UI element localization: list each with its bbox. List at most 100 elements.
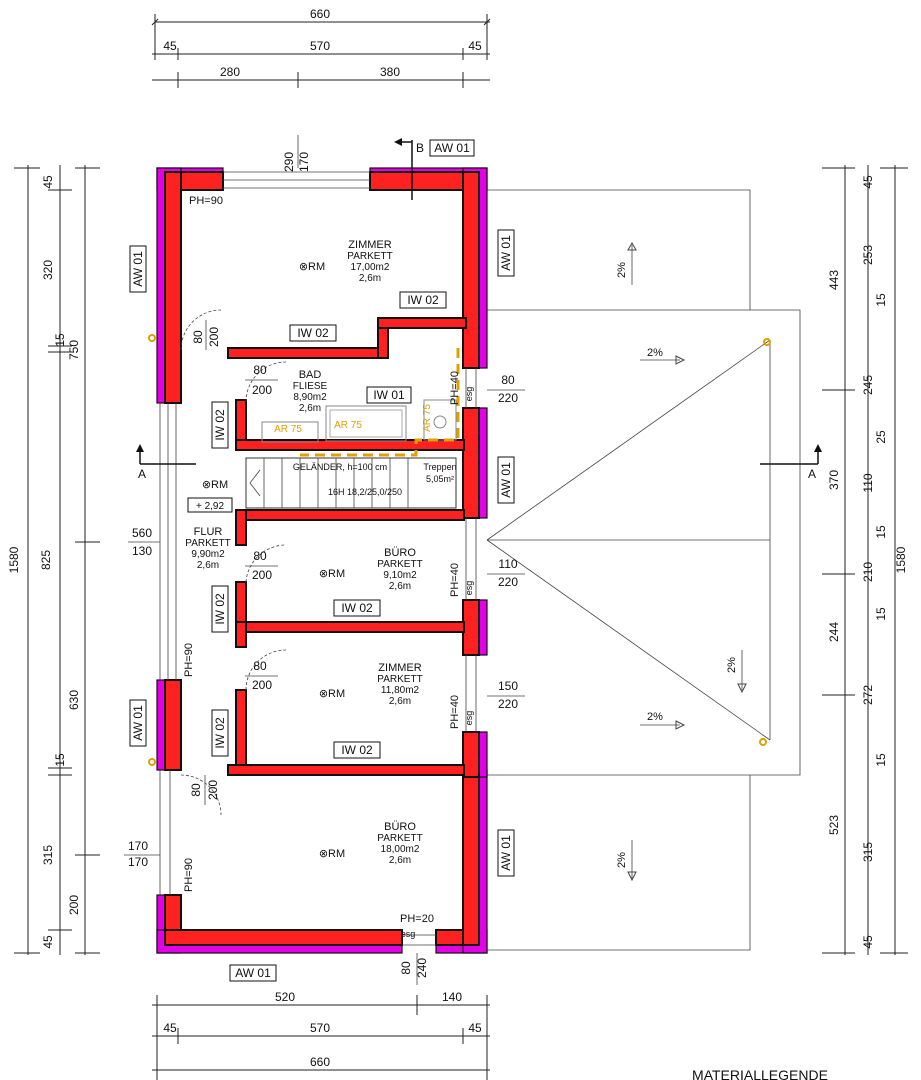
dim-bottom-seg-2: 570: [310, 1021, 330, 1035]
tag-iw02-3: IW 02: [213, 409, 227, 441]
zimmer-window-w: 150: [498, 679, 518, 693]
wall-tags: AW 01 AW 01 AW 01 AW 01 AW 01 AW 01 AW 0…: [129, 139, 515, 982]
windows: [159, 171, 477, 946]
tag-aw-left-2: AW 01: [131, 705, 145, 741]
ar75-label-1: AR 75: [274, 424, 302, 435]
room1-floor: PARKETT: [347, 251, 392, 262]
section-a-right: A: [808, 467, 816, 481]
room1-rm: ⊗RM: [299, 261, 325, 273]
esg-4: esg: [401, 929, 416, 939]
section-a-left: A: [138, 467, 146, 481]
room-labels: ZIMMER PARKETT 17,00m2 2,6m ⊗RM BAD FLIE…: [185, 239, 422, 866]
tag-iw02-4: IW 02: [341, 601, 373, 615]
dim-left-200: 200: [67, 895, 81, 915]
top-dimensions: 660 45 570 45 280 380: [151, 7, 491, 88]
tag-aw-bottom: AW 01: [235, 966, 271, 980]
slope-label-1: 2%: [616, 262, 628, 278]
dim-top-split-1: 280: [220, 65, 240, 79]
dim-right-25: 25: [874, 430, 888, 444]
dim-left-45-top: 45: [41, 175, 55, 189]
dim-left-630: 630: [67, 690, 81, 710]
flur-window-h: 130: [132, 544, 152, 558]
dim-right-15a: 15: [874, 293, 888, 307]
doors: [148, 309, 287, 816]
door5-h: 200: [206, 780, 220, 800]
room6-floor: PARKETT: [377, 833, 422, 844]
dim-right-443: 443: [827, 270, 841, 290]
ph20-bottom: PH=20: [400, 913, 434, 925]
section-b: B: [416, 141, 424, 155]
room3-area: 9,90m2: [191, 549, 225, 560]
dim-right-272: 272: [861, 685, 875, 705]
dim-right-45-top: 45: [861, 175, 875, 189]
bath-window-w: 80: [501, 373, 515, 387]
stair-rail-label: GELÄNDER, h=100 cm: [293, 462, 387, 472]
material-legend-title: MATERIALLEGENDE: [692, 1067, 828, 1080]
bottom-dimensions: 520 140 45 570 45 660: [152, 990, 490, 1080]
flur-window-w: 560: [132, 526, 152, 540]
room4-name: BÜRO: [384, 547, 416, 559]
exterior-walls: [156, 167, 488, 954]
dim-right-523: 523: [827, 815, 841, 835]
esg-2: esg: [464, 581, 474, 596]
buero-window-h: 220: [498, 575, 518, 589]
bottom-door-h: 240: [415, 958, 429, 978]
dim-left-320: 320: [41, 260, 55, 280]
dim-left-total: 1580: [7, 546, 21, 573]
room2-name: BAD: [299, 369, 322, 381]
bottom-door-w: 80: [399, 961, 413, 975]
dim-right-15d: 15: [874, 753, 888, 767]
dim-top-split-2: 380: [380, 65, 400, 79]
room4-floor: PARKETT: [377, 559, 422, 570]
lower-window-h: 170: [128, 855, 148, 869]
ph90-left: PH=90: [183, 643, 195, 677]
dim-right-45-bottom: 45: [861, 935, 875, 949]
room3-height: 2,6m: [197, 560, 219, 571]
slope-markers: 2% 2% 2% 2% 2%: [616, 241, 747, 882]
stair: GELÄNDER, h=100 cm 16H 18,2/25,0/250 Tre…: [245, 457, 457, 509]
stair-area: 5,05m²: [426, 474, 454, 484]
tag-aw-right-2: AW 01: [499, 462, 513, 498]
esg-1: esg: [464, 387, 474, 402]
dim-bottom-seg-1: 45: [163, 1021, 177, 1035]
tag-iw02-5: IW 02: [213, 593, 227, 625]
door2-w: 80: [253, 363, 267, 377]
ar75-label-2: AR 75: [334, 420, 362, 431]
roof-outlines: [486, 189, 801, 951]
level-marker: + 2,92: [196, 501, 225, 512]
slope-label-5: 2%: [616, 852, 628, 868]
bath-window-h: 220: [498, 391, 518, 405]
top-window-2: 170: [297, 152, 311, 172]
right-dimensions: 1580 443 370 244 523 45 253 15 245 25 11…: [822, 165, 908, 955]
dim-top-seg-2: 570: [310, 39, 330, 53]
dim-right-253: 253: [861, 245, 875, 265]
dim-top-seg-3: 45: [468, 39, 482, 53]
room5-floor: PARKETT: [377, 674, 422, 685]
tag-iw01: IW 01: [373, 388, 405, 402]
buero-window-w: 110: [498, 557, 517, 571]
stair-name: Treppen: [423, 462, 456, 472]
parapet-labels: PH=90 PH=90 PH=90 PH=40 PH=40 PH=40 PH=2…: [183, 195, 474, 939]
dim-left-45-bottom: 45: [41, 935, 55, 949]
tag-aw-top: AW 01: [434, 141, 470, 155]
tag-iw02-1: IW 02: [407, 293, 439, 307]
dim-right-15c: 15: [874, 607, 888, 621]
dim-top-total: 660: [310, 7, 330, 21]
dim-left-15a: 15: [53, 333, 67, 347]
tag-iw02-7: IW 02: [341, 743, 373, 757]
ph90-top: PH=90: [189, 195, 223, 207]
dim-right-245: 245: [861, 375, 875, 395]
tag-iw02-2: IW 02: [297, 326, 329, 340]
window-labels: 290 170 80 220 110 220 150 220 560 130 1…: [124, 135, 525, 985]
dim-right-210: 210: [861, 562, 875, 582]
stair-steps-label: 16H 18,2/25,0/250: [328, 487, 402, 497]
room1-name: ZIMMER: [348, 239, 391, 251]
dim-right-110: 110: [861, 473, 875, 492]
esg-3: esg: [464, 711, 474, 726]
room2-floor: FLIESE: [293, 381, 328, 392]
dim-left-825: 825: [39, 550, 53, 570]
room5-area: 11,80m2: [381, 685, 420, 696]
tag-aw-right-3: AW 01: [499, 835, 513, 871]
section-markers: A A B: [136, 138, 822, 481]
